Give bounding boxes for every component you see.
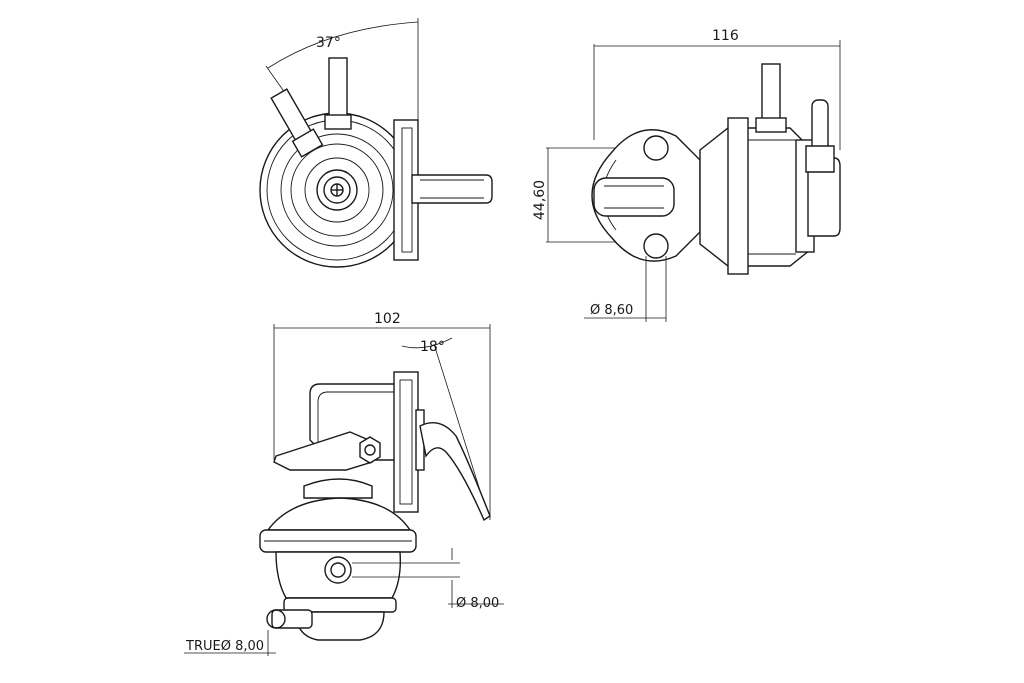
width-front-label: 102	[374, 311, 401, 327]
width-side-label: 116	[712, 28, 739, 44]
front-view: 102 18°	[184, 311, 504, 656]
side-view: 116 44,60 Ø 8,60	[532, 28, 841, 322]
outlet-dia-label: TRUEØ 8,00	[185, 639, 264, 654]
angle-lever-label: 18°	[420, 339, 445, 355]
angle-top-label: 37°	[316, 35, 341, 51]
top-view: 37°	[259, 18, 493, 268]
hole-dia-label: Ø 8,60	[590, 303, 633, 318]
height-side-label: 44,60	[532, 180, 548, 220]
port-dia-label: Ø 8,00	[456, 596, 499, 611]
